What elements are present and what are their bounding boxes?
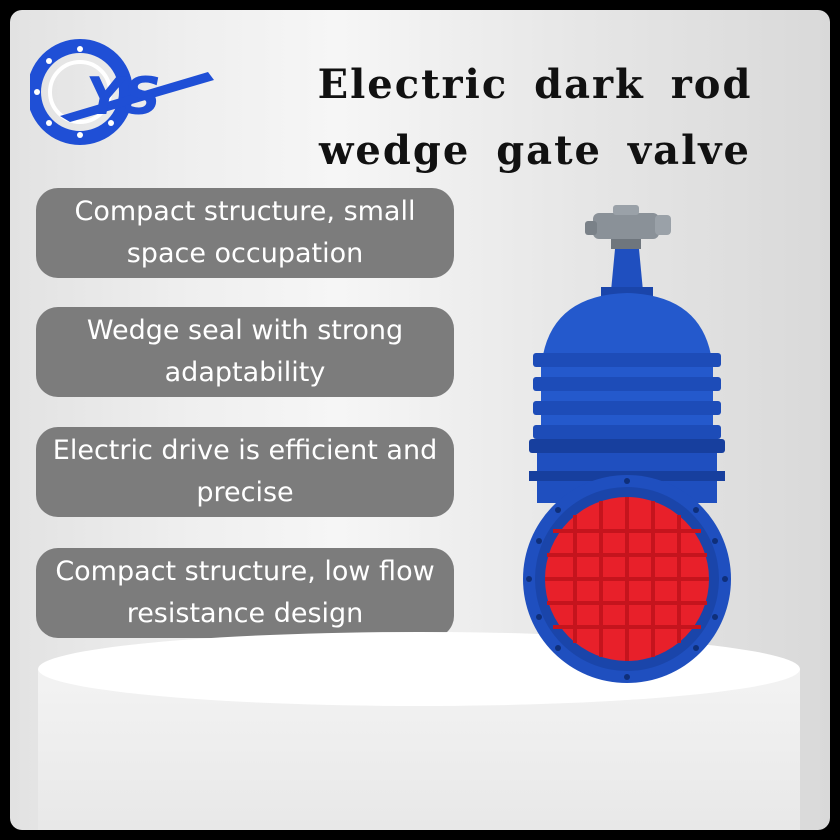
gate-valve-icon	[523, 205, 731, 683]
ys-logo: YS	[30, 39, 214, 145]
page-title: Electric dark rod wedge gate valve	[317, 61, 753, 174]
feature-pill-3: Electric drive is efficient and precise	[36, 427, 454, 517]
feature-pill-4: Compact structure, low flow resistance d…	[36, 548, 454, 638]
feature-pill-1: Compact structure, small space occupatio…	[36, 188, 454, 278]
product-card: YS Electric dark rod wedge gate valve Co…	[10, 10, 830, 830]
feature-pill-2: Wedge seal with strong adaptability	[36, 307, 454, 397]
logo-text: YS	[86, 67, 161, 127]
